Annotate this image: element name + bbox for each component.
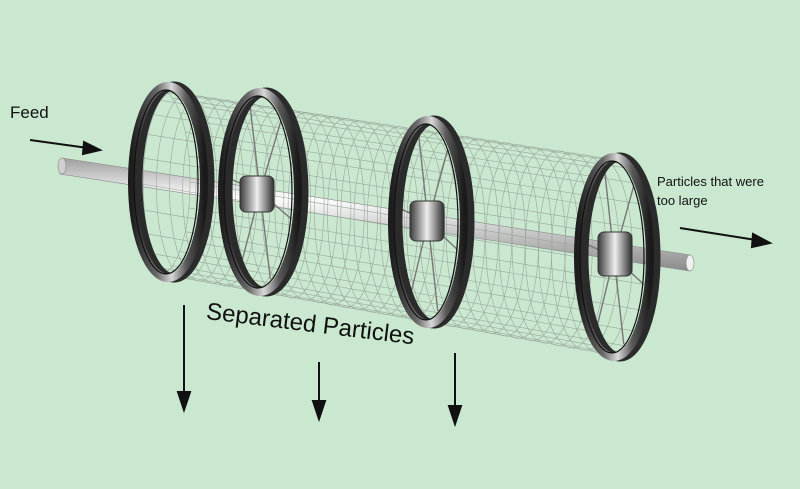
mesh-long-line	[140, 112, 590, 184]
mesh-long-line	[164, 272, 617, 355]
down-arrow-icon	[311, 362, 327, 423]
hub-1	[239, 175, 275, 213]
feed-arrow-icon	[29, 139, 103, 156]
ring-wheel-icon	[128, 81, 215, 283]
mesh-long-line	[155, 90, 608, 161]
mesh-long-line	[185, 231, 641, 311]
mesh-long-line	[155, 272, 608, 355]
ring-wheel-icon	[218, 87, 309, 297]
oversize-arrow-icon	[679, 227, 773, 249]
mesh-long-line	[185, 132, 641, 205]
down-arrow-icon	[176, 305, 192, 414]
ring-wheel-icon	[574, 152, 661, 362]
hub-3	[597, 231, 633, 277]
oversize-label-line1: Particles that were	[657, 174, 764, 189]
arrows	[29, 139, 773, 428]
hubs	[239, 175, 633, 277]
mesh-long-line	[147, 265, 598, 347]
mesh-long-line	[134, 231, 584, 311]
mesh-long-line	[188, 155, 645, 230]
oversize-particles-label: Particles that were too large	[657, 172, 764, 210]
feed-label: Feed	[10, 103, 49, 122]
down-arrow-icon	[447, 353, 463, 428]
mesh-long-line	[140, 251, 590, 332]
mesh-long-line	[188, 207, 645, 285]
oversize-label-line2: too large	[657, 193, 708, 208]
hub-2	[409, 200, 445, 242]
mesh-long-line	[147, 98, 598, 169]
ring-wheel-icon	[388, 115, 475, 329]
ring-wheels	[128, 81, 661, 362]
